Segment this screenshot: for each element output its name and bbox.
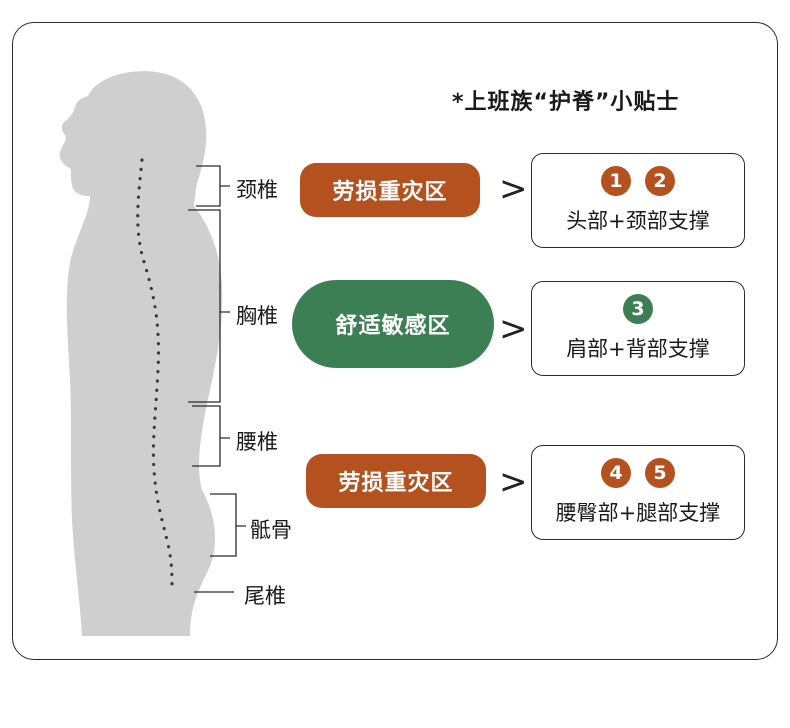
chevron-right-icon: > [499,462,528,502]
support-text: 肩部+背部支撑 [566,337,710,361]
segment-label-thoracic: 胸椎 [236,304,278,328]
zone-pill-comfort: 舒适敏感区 [292,280,494,368]
number-badge: 5 [645,458,675,488]
segment-label-sacrum: 骶骨 [250,518,292,542]
segment-label-coccyx: 尾椎 [244,584,286,608]
number-badge: 1 [601,166,631,196]
bracket-lumbar [192,405,230,467]
body-silhouette-shape [59,71,223,636]
chevron-right-icon: > [499,309,528,349]
bracket-thoracic [188,209,230,403]
number-badge: 3 [623,294,653,324]
badge-group: 4 5 [532,458,744,488]
support-box-shoulder-back: 3 肩部+背部支撑 [531,281,745,376]
badge-group: 3 [532,294,744,324]
zone-pill-strain-lower: 劳损重灾区 [306,454,486,508]
bracket-lines [188,165,246,593]
badge-group: 1 2 [532,166,744,196]
zone-label: 舒适敏感区 [335,314,451,339]
zone-label: 劳损重灾区 [338,471,454,496]
support-text: 腰臀部+腿部支撑 [555,501,721,525]
number-badge: 4 [601,458,631,488]
page-title: *上班族“护脊”小贴士 [452,90,680,115]
bracket-cervical [196,165,230,207]
chevron-right-icon: > [499,169,528,209]
bracket-sacrum [210,493,246,557]
support-box-head-neck: 1 2 头部+颈部支撑 [531,153,745,248]
segment-label-lumbar: 腰椎 [236,430,278,454]
zone-pill-strain-upper: 劳损重灾区 [300,163,480,217]
number-badge: 2 [645,166,675,196]
support-text: 头部+颈部支撑 [566,209,710,233]
spine-line [136,158,174,588]
zone-label: 劳损重灾区 [332,180,448,205]
support-box-waist-leg: 4 5 腰臀部+腿部支撑 [531,445,745,540]
segment-label-cervical: 颈椎 [236,178,278,202]
